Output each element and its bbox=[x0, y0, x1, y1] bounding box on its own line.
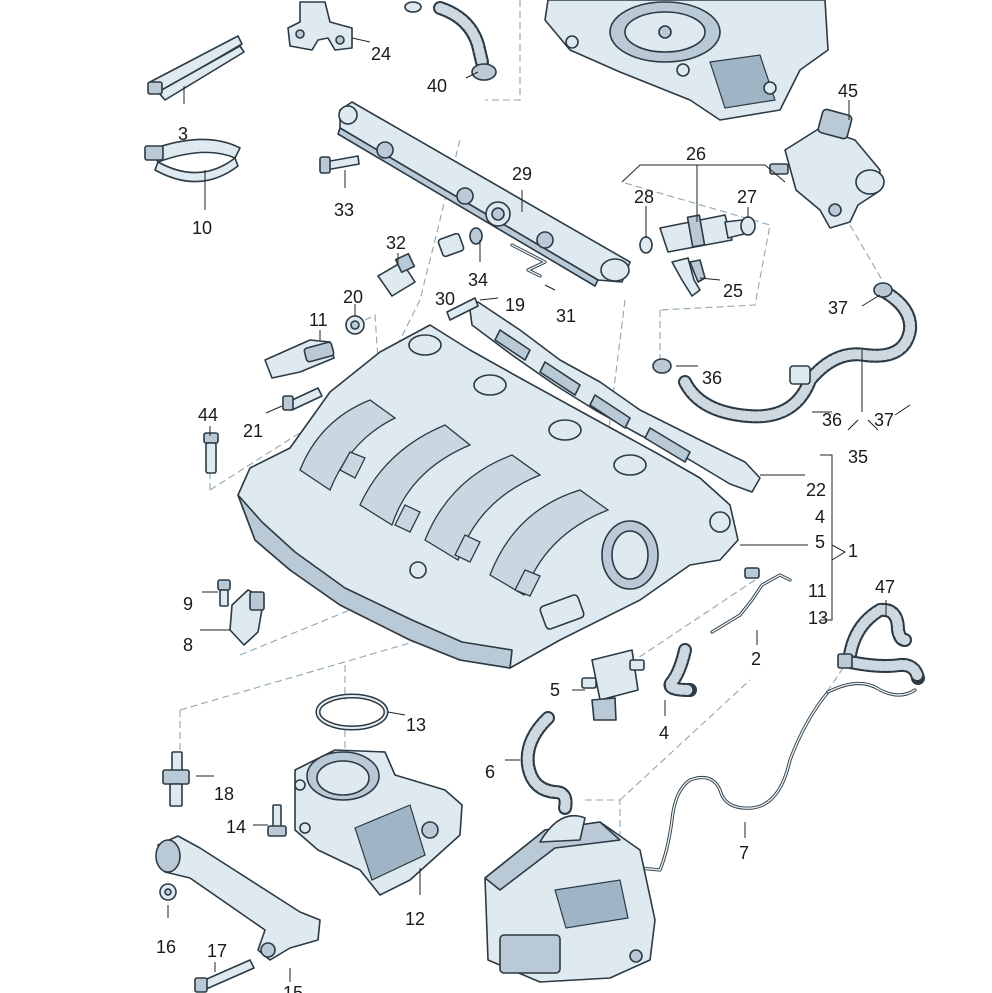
label-33: 33 bbox=[334, 200, 354, 220]
hose-clip-40 bbox=[404, 1, 497, 81]
nut-16 bbox=[159, 883, 177, 901]
label-24: 24 bbox=[371, 44, 391, 64]
cable-tie-3 bbox=[147, 35, 245, 101]
fuel-rail-29 bbox=[337, 101, 631, 287]
label-22: 22 bbox=[806, 480, 826, 500]
line-7 bbox=[638, 681, 917, 872]
label-15: 15 bbox=[283, 983, 303, 993]
fuel-pump-45 bbox=[769, 108, 885, 229]
bolt-21 bbox=[282, 387, 323, 411]
bracket-24 bbox=[287, 1, 353, 51]
line-2 bbox=[710, 567, 792, 634]
hose-clamp-10 bbox=[144, 138, 241, 183]
hose-6 bbox=[520, 711, 573, 815]
label-7: 7 bbox=[739, 843, 749, 863]
label-29: 29 bbox=[512, 164, 532, 184]
hose-4 bbox=[663, 643, 697, 697]
fitting-34 bbox=[437, 227, 483, 258]
stud-18 bbox=[162, 751, 190, 807]
label-27: 27 bbox=[737, 187, 757, 207]
label-45: 45 bbox=[838, 81, 858, 101]
label-26: 26 bbox=[686, 144, 706, 164]
label-3: 3 bbox=[178, 124, 188, 144]
label-4-right: 4 bbox=[815, 507, 825, 527]
label-35: 35 bbox=[848, 447, 868, 467]
label-31: 31 bbox=[556, 306, 576, 326]
label-40: 40 bbox=[427, 76, 447, 96]
engine-cover-top bbox=[544, 0, 829, 121]
bracket-15 bbox=[155, 835, 321, 961]
label-9: 9 bbox=[183, 594, 193, 614]
label-30: 30 bbox=[435, 289, 455, 309]
label-13-right: 13 bbox=[808, 608, 828, 628]
stud-44 bbox=[203, 432, 219, 474]
label-11-right: 11 bbox=[808, 581, 827, 601]
clip-31 bbox=[510, 243, 547, 278]
intake-manifold-1 bbox=[237, 324, 739, 669]
label-17: 17 bbox=[207, 941, 227, 961]
label-37-bottom: 37 bbox=[874, 410, 894, 430]
o-ring-13 bbox=[315, 693, 389, 731]
sensor-11 bbox=[264, 339, 335, 379]
label-6: 6 bbox=[485, 762, 495, 782]
label-2: 2 bbox=[751, 649, 761, 669]
sensor-8 bbox=[229, 589, 265, 646]
label-34: 34 bbox=[468, 270, 488, 290]
stud-30 bbox=[446, 297, 479, 321]
label-5-right: 5 bbox=[815, 532, 825, 552]
injector-26 bbox=[639, 214, 756, 254]
label-37-top: 37 bbox=[828, 298, 848, 318]
nut-20 bbox=[345, 315, 365, 335]
label-32: 32 bbox=[386, 233, 406, 253]
manifold-gasket-22 bbox=[469, 301, 761, 493]
label-36-bottom: 36 bbox=[822, 410, 842, 430]
label-36-top: 36 bbox=[702, 368, 722, 388]
air-filter-housing bbox=[484, 814, 656, 983]
valve-5 bbox=[581, 649, 645, 721]
label-18: 18 bbox=[214, 784, 234, 804]
label-16: 16 bbox=[156, 937, 176, 957]
fuel-hose-35 bbox=[652, 282, 918, 424]
bolt-9 bbox=[217, 579, 231, 607]
label-5-bottom: 5 bbox=[550, 680, 560, 700]
label-8: 8 bbox=[183, 635, 193, 655]
callout-labels: 24 40 3 10 33 29 26 28 27 45 32 34 25 31… bbox=[156, 44, 895, 993]
throttle-body-12 bbox=[294, 749, 463, 896]
label-4-bottom: 4 bbox=[659, 723, 669, 743]
label-21: 21 bbox=[243, 421, 263, 441]
clip-25 bbox=[671, 257, 706, 297]
label-28: 28 bbox=[634, 187, 654, 207]
leader-lines bbox=[167, 37, 911, 982]
label-25: 25 bbox=[723, 281, 743, 301]
label-10: 10 bbox=[192, 218, 212, 238]
bolt-14 bbox=[267, 804, 287, 837]
pressure-sensor-32 bbox=[377, 252, 416, 297]
label-47: 47 bbox=[875, 577, 895, 597]
label-13-bottom: 13 bbox=[406, 715, 426, 735]
label-11-top: 11 bbox=[309, 310, 328, 330]
label-19: 19 bbox=[505, 295, 525, 315]
line-47 bbox=[837, 602, 925, 685]
label-14: 14 bbox=[226, 817, 246, 837]
label-20: 20 bbox=[343, 287, 363, 307]
bolt-33 bbox=[319, 155, 360, 174]
label-12: 12 bbox=[405, 909, 425, 929]
bolt-17 bbox=[194, 959, 255, 993]
label-1: 1 bbox=[848, 541, 858, 561]
label-44: 44 bbox=[198, 405, 218, 425]
